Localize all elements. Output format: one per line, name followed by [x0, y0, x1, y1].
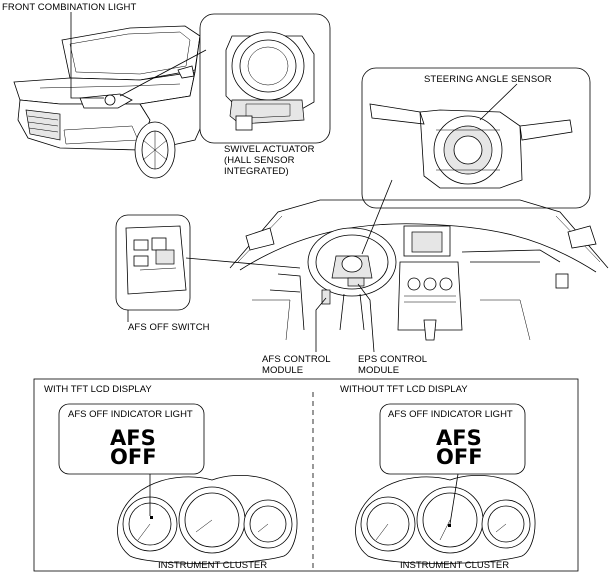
afs-off-switch-inset	[115, 214, 191, 311]
label-afs-off-switch: AFS OFF SWITCH	[128, 322, 210, 333]
right-panel-title: WITHOUT TFT LCD DISPLAY	[340, 384, 468, 395]
label-steering-angle-sensor: STEERING ANGLE SENSOR	[424, 74, 552, 85]
steering-sensor-leader-line	[361, 179, 393, 255]
label-swivel-actuator-2: (HALL SENSOR	[224, 155, 295, 166]
eps-control-leader-line	[357, 283, 375, 353]
left-afs-text: AFS	[110, 426, 156, 450]
right-off-text: OFF	[436, 445, 483, 469]
right-instrument-cluster	[355, 474, 536, 564]
right-indicator-leader	[449, 473, 459, 525]
label-swivel-actuator-3: INTEGRATED)	[224, 166, 289, 177]
left-instrument-cluster	[117, 474, 298, 564]
right-afs-text: AFS	[436, 426, 482, 450]
afs-switch-leader-line	[185, 257, 301, 269]
dashboard-illustration	[229, 199, 609, 341]
left-panel-title: WITH TFT LCD DISPLAY	[44, 384, 152, 395]
steering-angle-sensor-inset	[361, 67, 591, 209]
left-off-text: OFF	[110, 445, 157, 469]
label-afs-control-module-2: MODULE	[262, 365, 304, 376]
label-eps-control-module-2: MODULE	[358, 365, 400, 376]
label-swivel-actuator-1: SWIVEL ACTUATOR	[224, 144, 315, 155]
right-cluster-label: INSTRUMENT CLUSTER	[400, 560, 510, 571]
right-indicator-title: AFS OFF INDICATOR LIGHT	[388, 409, 513, 420]
indicator-panel-frame	[33, 378, 579, 572]
label-eps-control-module-1: EPS CONTROL	[358, 354, 428, 365]
left-indicator-title: AFS OFF INDICATOR LIGHT	[68, 409, 193, 420]
afs-control-leader-line	[315, 297, 327, 352]
label-afs-control-module-1: AFS CONTROL	[262, 354, 331, 365]
front-light-leader-line	[70, 12, 104, 99]
label-front-combination-light: FRONT COMBINATION LIGHT	[2, 2, 137, 13]
left-cluster-label: INSTRUMENT CLUSTER	[158, 560, 268, 571]
swivel-actuator-inset	[199, 13, 331, 144]
swivel-leader-line	[119, 49, 207, 97]
car-illustration	[13, 25, 206, 179]
steering-sensor-label-leader	[479, 83, 518, 121]
right-indicator-box	[379, 403, 526, 475]
left-indicator-box	[58, 403, 205, 475]
